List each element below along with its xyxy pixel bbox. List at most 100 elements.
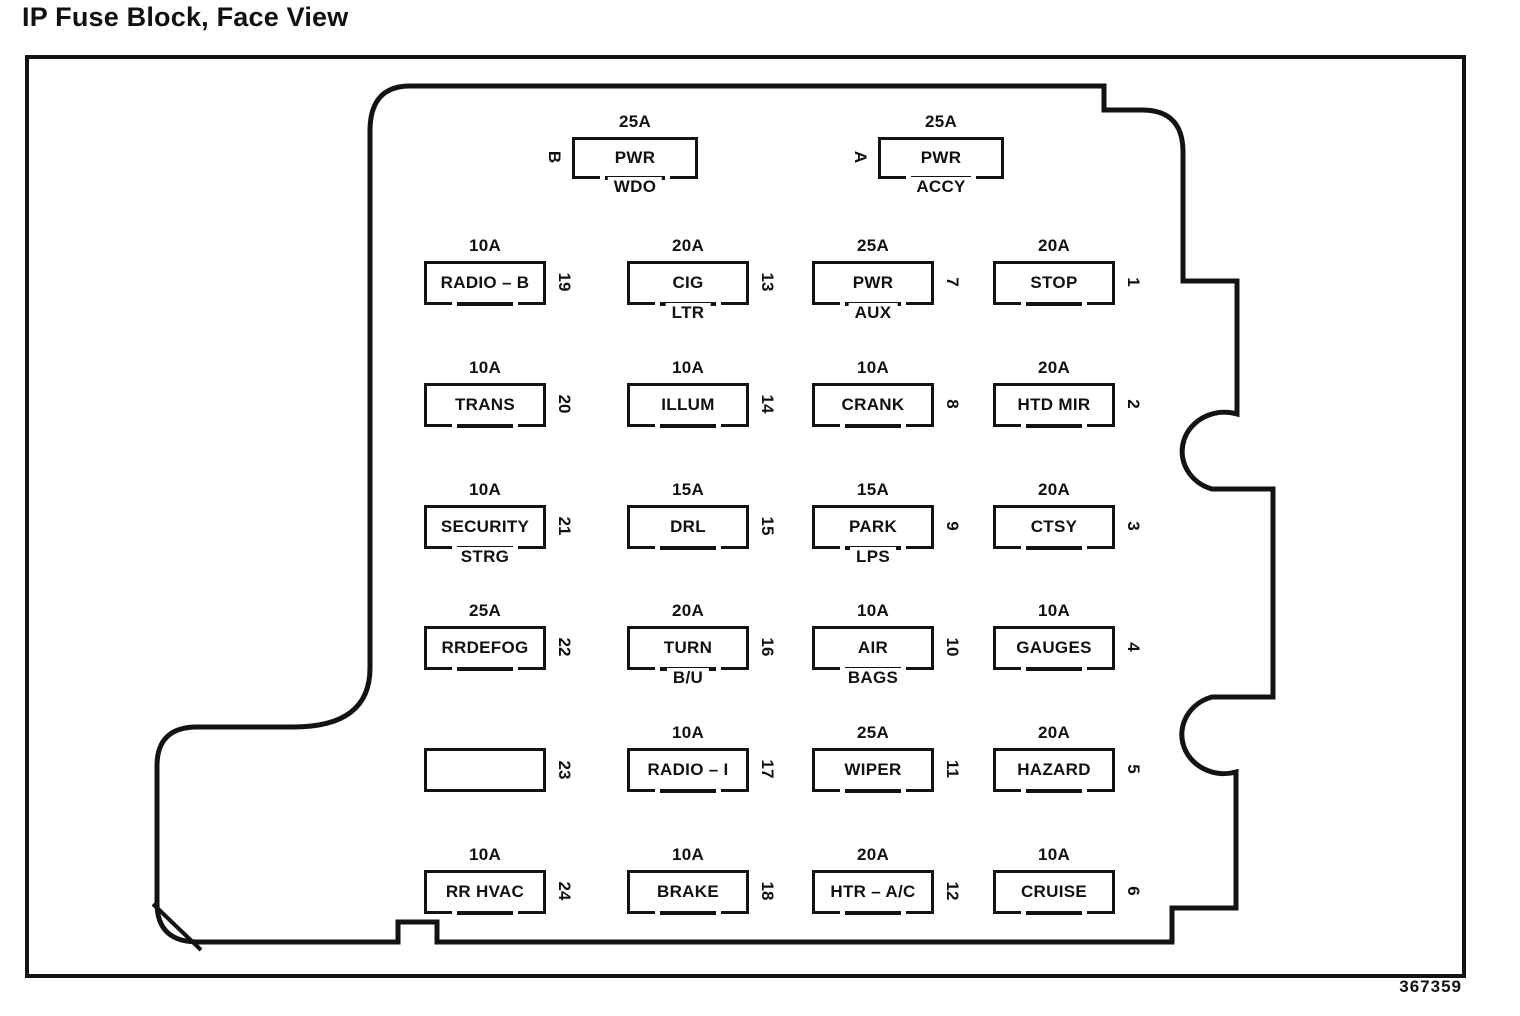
fuse-amp-rating: 20A xyxy=(671,601,705,620)
fuse-bottom-stub-right xyxy=(721,789,749,792)
fuse-position-number: 4 xyxy=(1124,641,1143,652)
fuse-6: 10A CRUISE 6 xyxy=(993,845,1143,915)
fuse-label-line1: CRUISE xyxy=(1020,882,1088,901)
fuse-position-number: 5 xyxy=(1124,763,1143,774)
fuse-amp-rating: 10A xyxy=(856,601,890,620)
fuse-position-number: 20 xyxy=(555,394,574,413)
fuse-label-line1: SECURITY xyxy=(440,517,530,536)
fuse-bottom-blade xyxy=(660,789,716,793)
fuse-position-number: 6 xyxy=(1124,885,1143,896)
fuse-amp-rating: 10A xyxy=(671,358,705,377)
fuse-label-line1: RR HVAC xyxy=(445,882,525,901)
fuse-label-line1: CIG xyxy=(672,273,704,292)
fuse-amp-rating: 25A xyxy=(468,601,502,620)
fuse-amp-rating: 20A xyxy=(1037,236,1071,255)
fuse-position-number: 13 xyxy=(758,272,777,291)
fuse-amp-rating: 10A xyxy=(1037,601,1071,620)
fuse-position-number: 22 xyxy=(555,637,574,656)
fuse-label-line1: STOP xyxy=(1030,273,1078,292)
fuse-position-number: 12 xyxy=(943,881,962,900)
fuse-label-line1: RADIO – B xyxy=(440,273,530,292)
fuse-label-line2: AUX xyxy=(848,303,898,322)
fuse-5: 20A HAZARD 5 xyxy=(993,723,1143,793)
fuse-bottom-blade xyxy=(845,911,901,915)
fuse-bottom-stub-left xyxy=(627,546,655,549)
fuse-bottom-stub-left xyxy=(812,789,840,792)
fuse-bottom-stub-right xyxy=(721,667,749,670)
fuse-bottom-stub-right xyxy=(1087,911,1115,914)
fuse-position-number: 19 xyxy=(555,272,574,291)
fuse-bottom-stub-right xyxy=(906,424,934,427)
fuse-label-line1: HAZARD xyxy=(1017,760,1091,779)
fuse-box: DRL xyxy=(627,505,749,550)
fuse-amp-rating: 20A xyxy=(1037,723,1071,742)
fuse-position-number: 8 xyxy=(943,398,962,409)
fuse-amp-rating: 10A xyxy=(1037,845,1071,864)
fuse-amp-rating: 25A xyxy=(618,112,652,131)
fuse-amp-rating: 20A xyxy=(671,236,705,255)
fuse-bottom-stub-right xyxy=(1087,424,1115,427)
fuse-box: CTSY xyxy=(993,505,1115,550)
fuse-label-line1: RADIO – I xyxy=(647,760,729,779)
fuse-box: HTD MIR xyxy=(993,383,1115,428)
fuse-amp-rating: 10A xyxy=(671,845,705,864)
fuse-bottom-blade xyxy=(457,911,513,915)
fuse-bottom-stub-right xyxy=(1087,789,1115,792)
fuse-bottom-blade xyxy=(1026,667,1082,671)
fuse-bottom-stub-right xyxy=(670,176,698,179)
fuse-label-line2: ACCY xyxy=(910,177,972,196)
fuse-label-line1: WIPER xyxy=(844,760,902,779)
fuse-amp-rating: 10A xyxy=(468,358,502,377)
fuse-label-line1: BRAKE xyxy=(657,882,719,901)
fuse-label-line2: BAGS xyxy=(841,668,905,687)
fuse-bottom-stub-right xyxy=(518,546,546,549)
fuse-bottom-blade xyxy=(1026,911,1082,915)
fuse-bottom-stub-right xyxy=(1087,302,1115,305)
fuse-bottom-stub-left xyxy=(627,667,655,670)
figure-number: 367359 xyxy=(1399,977,1462,996)
fuse-amp-rating: 10A xyxy=(671,723,705,742)
fuse-bottom-stub-right xyxy=(906,546,934,549)
fuse-amp-rating: 25A xyxy=(924,112,958,131)
fuse-bottom-stub-left xyxy=(424,546,452,549)
fuse-bottom-blade xyxy=(457,424,513,428)
fuse-position-number: 14 xyxy=(758,394,777,413)
fuse-label-line1: HTD MIR xyxy=(1017,395,1091,414)
fuse-bottom-blade xyxy=(1026,302,1082,306)
fuse-bottom-blade xyxy=(845,424,901,428)
fuse-bottom-blade xyxy=(1026,789,1082,793)
fuse-box: RADIO – I xyxy=(627,748,749,793)
fuse-bottom-stub-left xyxy=(572,176,600,179)
fuse-bottom-stub-left xyxy=(812,302,840,305)
fuse-bottom-stub-right xyxy=(518,424,546,427)
fuse-bottom-stub-left xyxy=(424,302,452,305)
fuse-bottom-stub-left xyxy=(424,424,452,427)
fuse-label-line2: B/U xyxy=(666,668,710,687)
fuse-label-line1: CTSY xyxy=(1030,517,1078,536)
fuse-box: CRUISE xyxy=(993,870,1115,915)
fuse-bottom-stub-left xyxy=(627,789,655,792)
fuse-block-shape xyxy=(154,83,1276,945)
fuse-label-line1: PWR xyxy=(852,273,894,292)
fuse-bottom-stub-left xyxy=(993,789,1021,792)
fuse-bottom-stub-left xyxy=(627,911,655,914)
fuse-bottom-stub-right xyxy=(518,911,546,914)
fuse-position-number: 10 xyxy=(943,637,962,656)
